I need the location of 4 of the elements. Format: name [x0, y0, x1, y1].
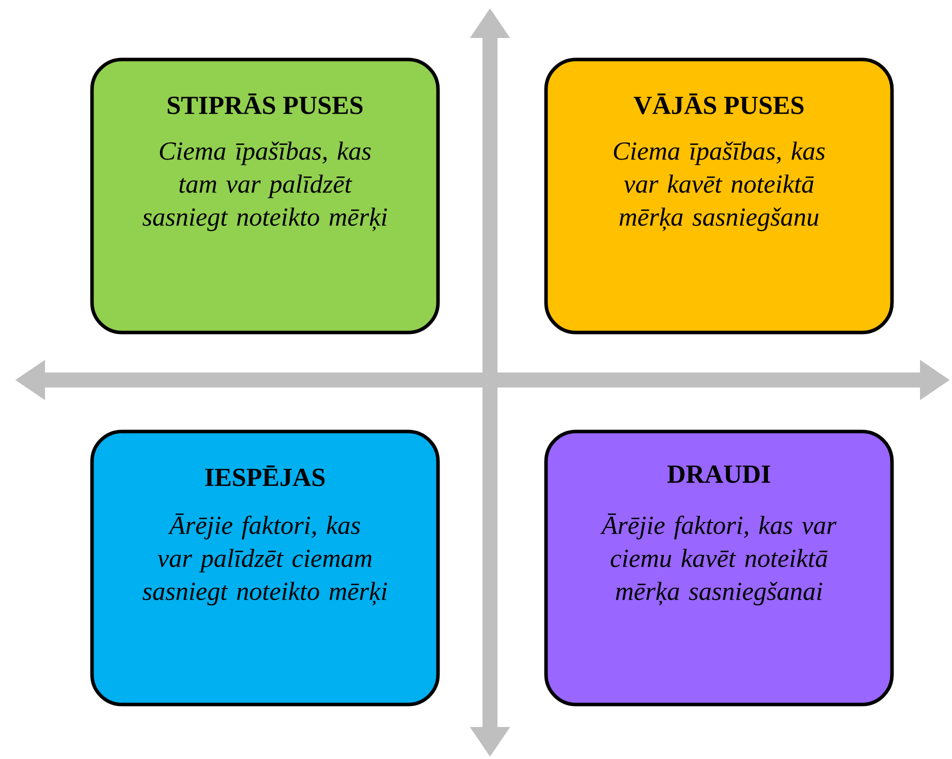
quadrant-box: STIPRĀS PUSES Ciema īpašības, kas tam var palīdzēt sasniegt noteikto mērķi: [90, 58, 440, 334]
quadrant-box: VĀJĀS PUSES Ciema īpašības, kas var kavēt noteiktā mērķa sasniegšanu: [544, 58, 894, 334]
quadrant-box: DRAUDI Ārējie faktori, kas var ciemu kavēt noteiktā mērķa sasniegšanai: [544, 430, 894, 706]
quadrant-box: IESPĒJAS Ārējie faktori, kas var palīdzēt ciemam sasniegt noteikto mērķi: [90, 430, 440, 706]
